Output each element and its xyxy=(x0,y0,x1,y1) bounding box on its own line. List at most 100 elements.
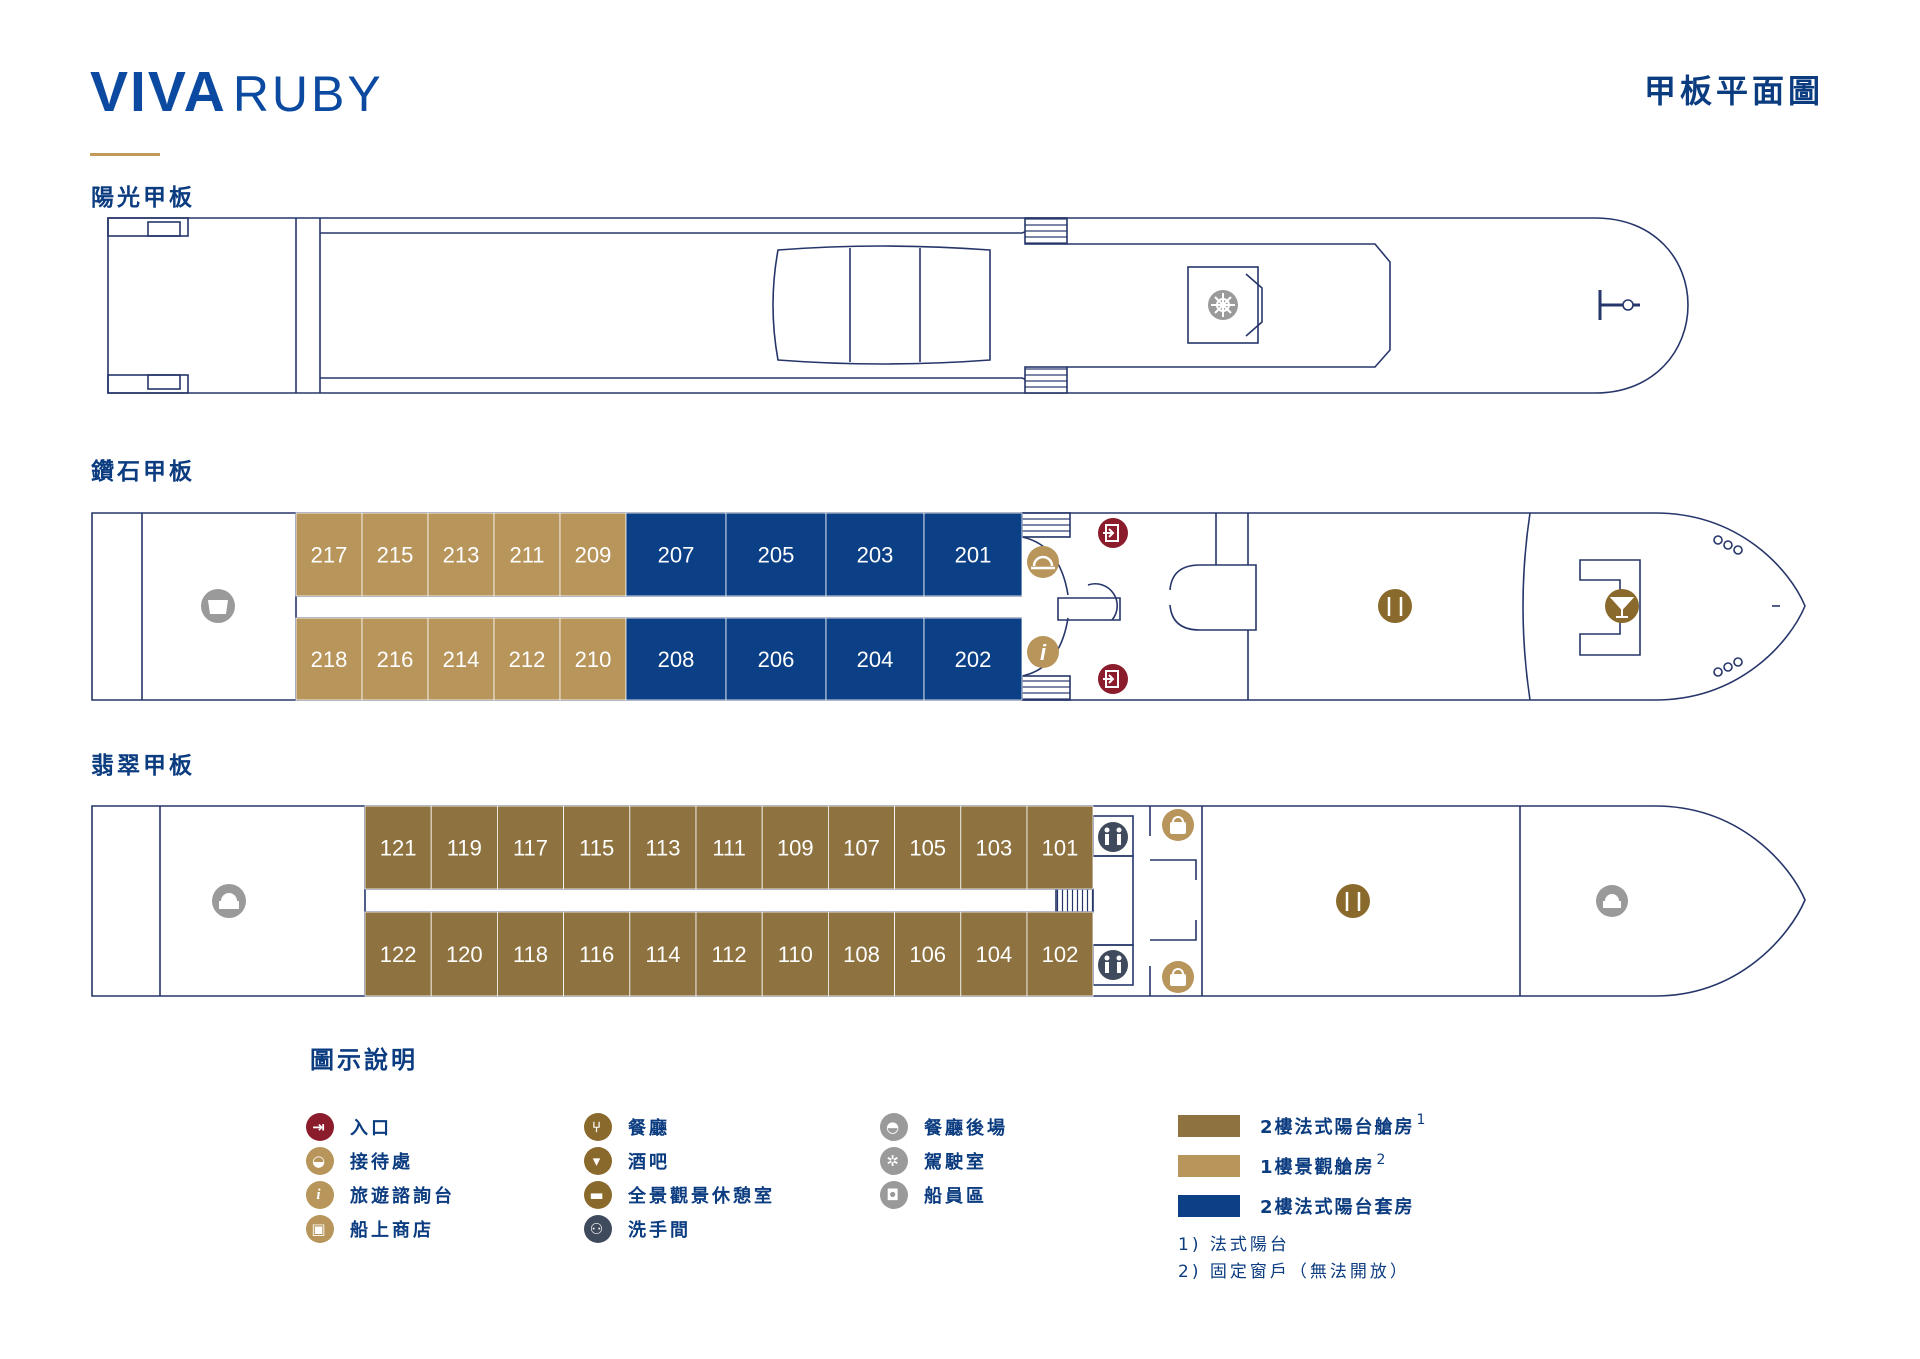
cabin-118 xyxy=(496,911,564,997)
note-2: 2) 固定窗戶（無法開放） xyxy=(1178,1262,1410,1282)
cabin-209 xyxy=(559,512,627,597)
legend-col-2: ⑂餐廳 ▾酒吧 ▬全景觀景休憩室 ⚇洗手間 xyxy=(584,1110,775,1246)
legend-label: 入口 xyxy=(350,1118,392,1139)
cabin-number-120: 120 xyxy=(446,942,483,967)
cabin-208 xyxy=(625,617,727,701)
cabin-110 xyxy=(761,911,829,997)
legend-label: 餐廳 xyxy=(628,1118,670,1139)
cabin-number-207: 207 xyxy=(658,543,695,568)
cabin-number-106: 106 xyxy=(909,942,946,967)
emerald-galley-icon-bow xyxy=(1596,885,1628,917)
emerald-restroom-icon-bottom xyxy=(1098,950,1128,980)
cabin-104 xyxy=(960,911,1028,997)
cabin-number-111: 111 xyxy=(712,836,745,861)
note-1: 1) 法式陽台 xyxy=(1178,1235,1290,1255)
cabin-number-116: 116 xyxy=(579,942,614,967)
cabin-105 xyxy=(894,805,962,890)
cabin-number-212: 212 xyxy=(509,647,546,672)
legend-shop: ▣船上商店 xyxy=(306,1212,455,1246)
legend-title: 圖示說明 xyxy=(310,1046,418,1074)
swatch-lower-cabin xyxy=(1178,1155,1240,1177)
cabin-119 xyxy=(430,805,498,890)
legend-label: 船員區 xyxy=(924,1186,987,1207)
legend-restaurant: ⑂ 餐廳 xyxy=(584,1110,775,1144)
cabin-111 xyxy=(695,805,763,890)
cabin-210 xyxy=(559,617,627,701)
entrance-icon: ⇥ xyxy=(306,1113,334,1141)
cabin-213 xyxy=(427,512,495,597)
cabin-number-107: 107 xyxy=(843,836,880,861)
diamond-deck-hull xyxy=(91,512,1806,701)
restaurant-icon: ⑂ xyxy=(584,1113,612,1141)
cabin-215 xyxy=(361,512,429,597)
cabin-214 xyxy=(427,617,495,701)
cabin-218 xyxy=(295,617,363,701)
legend-label: 接待處 xyxy=(350,1152,413,1173)
brand-divider xyxy=(90,153,160,156)
cabin-106 xyxy=(894,911,962,997)
cabin-number-101: 101 xyxy=(1042,836,1079,861)
legend-label: 駕駛室 xyxy=(924,1152,987,1173)
cabin-204 xyxy=(825,617,925,701)
legend-label: 洗手間 xyxy=(628,1220,691,1241)
cabin-120 xyxy=(430,911,498,997)
emerald-shop-icon-top xyxy=(1162,809,1194,841)
bar-icon: ▾ xyxy=(584,1147,612,1175)
cabin-number-203: 203 xyxy=(857,543,894,568)
cabin-number-109: 109 xyxy=(777,836,814,861)
cabin-115 xyxy=(563,805,631,890)
deck-label-sun: 陽光甲板 xyxy=(91,185,195,211)
cabin-207 xyxy=(625,512,727,597)
legend-label: 2樓法式陽台套房 xyxy=(1260,1197,1415,1218)
emerald-restaurant-icon xyxy=(1336,884,1370,918)
cabin-102 xyxy=(1026,911,1094,997)
cabin-108 xyxy=(828,911,896,997)
cabin-112 xyxy=(695,911,763,997)
cabin-211 xyxy=(493,512,561,597)
legend-reception: ◒ 接待處 xyxy=(306,1144,455,1178)
cabin-number-217: 217 xyxy=(311,543,348,568)
cabin-number-206: 206 xyxy=(758,647,795,672)
footnote-marker: 1 xyxy=(1416,1112,1428,1128)
sun-deck-plan xyxy=(107,217,1689,394)
restroom-icon: ⚇ xyxy=(584,1215,612,1243)
cabin-number-113: 113 xyxy=(645,836,680,861)
deck-label-emerald: 翡翠甲板 xyxy=(91,753,195,779)
galley-icon: ◓ xyxy=(880,1113,908,1141)
cabin-number-114: 114 xyxy=(645,942,680,967)
cabin-117 xyxy=(496,805,564,890)
sun-deck-bridge-icon xyxy=(1208,290,1238,320)
cabin-103 xyxy=(960,805,1028,890)
cabin-number-213: 213 xyxy=(443,543,480,568)
legend-restroom: ⚇ 洗手間 xyxy=(584,1212,775,1246)
legend-label: 1樓景觀艙房 xyxy=(1260,1157,1375,1178)
cabin-109 xyxy=(761,805,829,890)
diamond-bar-icon xyxy=(1605,589,1639,623)
cabin-number-112: 112 xyxy=(712,942,747,967)
reception-icon: ◒ xyxy=(306,1147,334,1175)
swatch-upper-cabin xyxy=(1178,1115,1240,1137)
cabin-number-209: 209 xyxy=(575,543,612,568)
cabin-212 xyxy=(493,617,561,701)
diamond-entrance-icon-bottom xyxy=(1098,664,1128,694)
legend-galley: ◓餐廳後場 xyxy=(880,1110,1008,1144)
cabin-number-208: 208 xyxy=(658,647,695,672)
cabin-203 xyxy=(825,512,925,597)
cabin-101 xyxy=(1026,805,1094,890)
svg-text:i: i xyxy=(1040,640,1047,665)
cabin-number-115: 115 xyxy=(579,836,614,861)
legend-col-3: ◓餐廳後場 ✲駕駛室 ◘船員區 xyxy=(880,1110,1008,1212)
legend-label: 船上商店 xyxy=(350,1220,434,1241)
cabin-number-216: 216 xyxy=(377,647,414,672)
legend-entrance: ⇥ 入口 xyxy=(306,1110,455,1144)
legend-suite: 2樓法式陽台套房 xyxy=(1178,1186,1427,1226)
cabin-number-105: 105 xyxy=(909,836,946,861)
cabin-number-118: 118 xyxy=(513,942,548,967)
cabin-number-204: 204 xyxy=(857,647,894,672)
